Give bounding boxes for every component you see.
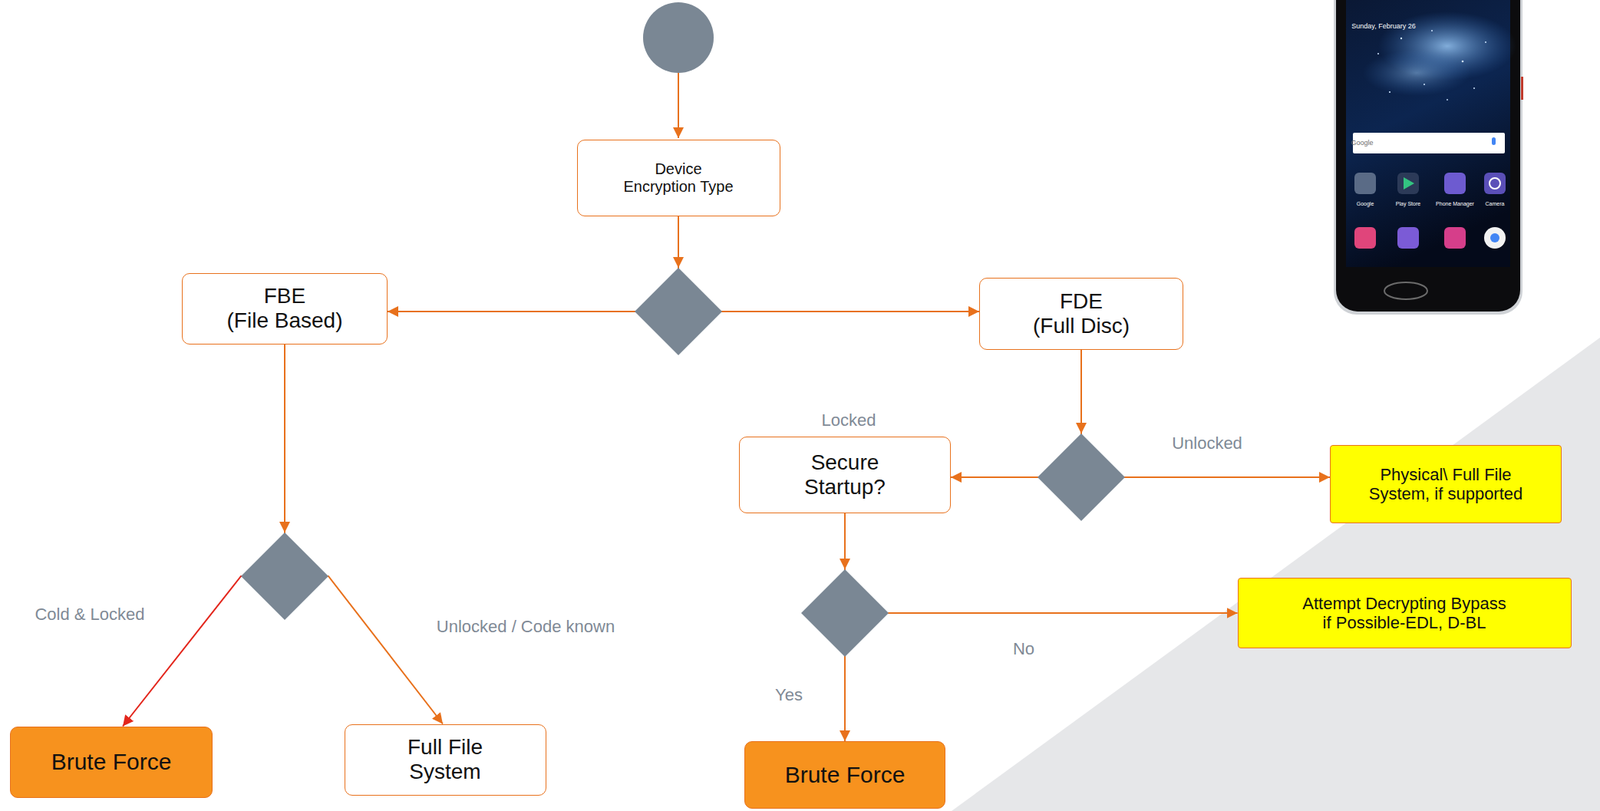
connector-arrow: [844, 513, 1238, 614]
terminal-box: Brute Force: [9, 726, 213, 799]
result-note: Physical\ Full File System, if supported: [1329, 445, 1562, 524]
screen-text: Play Store: [1395, 201, 1421, 208]
decision-diamond: [1037, 433, 1125, 522]
decision-diamond: [801, 569, 889, 657]
node-text: Brute Force: [785, 762, 906, 789]
diamond-arrowheads: [279, 257, 1087, 570]
node-text: FDE (Full Disc): [1032, 289, 1130, 339]
decision-diamond: [240, 532, 329, 621]
mic-icon: [1491, 137, 1496, 146]
process-box: Secure Startup?: [738, 436, 951, 514]
decision-diamond: [634, 267, 723, 356]
screen-text: Sunday, February 26: [1351, 23, 1416, 31]
side-button: [1520, 76, 1524, 100]
node-text: Full File System: [407, 735, 483, 785]
edge-label: Cold & Locked: [34, 605, 145, 624]
edge-label: Locked: [821, 411, 877, 430]
home-button: [1384, 282, 1428, 300]
screen-text: Phone Manager: [1435, 201, 1475, 208]
edge-label: Unlocked / Code known: [436, 617, 615, 637]
screen-text: Google: [1350, 139, 1373, 148]
phone-body: [1336, 0, 1521, 312]
search-bar: [1352, 132, 1505, 154]
connector-arrow: [122, 344, 285, 727]
node-text: Secure Startup?: [804, 450, 886, 500]
screen-text: Camera: [1485, 201, 1505, 208]
node-text: Attempt Decrypting Bypass if Possible-ED…: [1302, 593, 1506, 634]
connector-arrow: [387, 216, 679, 312]
app-icons: [1354, 172, 1506, 249]
phone-frame: [1333, 0, 1523, 315]
process-box: Full File System: [344, 724, 547, 796]
node-text: Physical\ Full File System, if supported: [1369, 465, 1524, 505]
edge-label: No: [1012, 640, 1035, 659]
start-circle: [643, 2, 714, 73]
screen-text: Google: [1356, 201, 1375, 208]
connector-arrow: [678, 216, 980, 312]
start-arrow: [677, 72, 680, 139]
node-text: FBE (File Based): [227, 283, 344, 334]
node-text: Brute Force: [51, 748, 172, 776]
edge-label: Unlocked: [1171, 434, 1243, 453]
process-box: Device Encryption Type: [577, 139, 781, 217]
process-box: FDE (Full Disc): [979, 277, 1184, 350]
result-note: Attempt Decrypting Bypass if Possible-ED…: [1237, 577, 1572, 649]
node-text: Device Encryption Type: [623, 160, 733, 196]
terminal-box: Brute Force: [744, 741, 946, 809]
connector-arrow: [1081, 349, 1330, 478]
edge-label: Yes: [775, 686, 803, 705]
screen-stars: [1377, 29, 1487, 101]
connector-arrow: [284, 344, 443, 725]
screen-glow: [1362, 49, 1471, 96]
process-box: FBE (File Based): [181, 273, 388, 345]
background-triangle: [951, 337, 1600, 811]
